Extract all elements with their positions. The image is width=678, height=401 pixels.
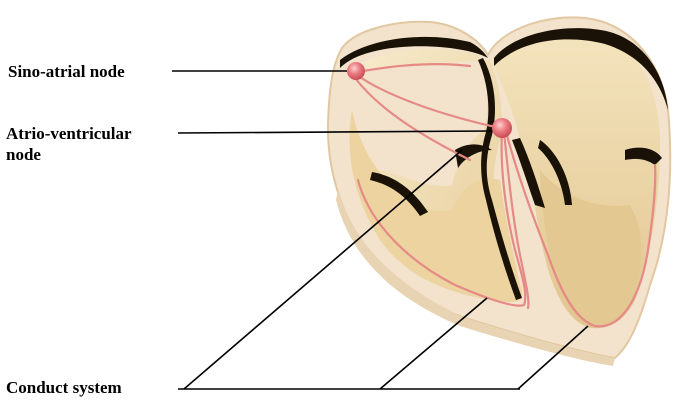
sino-atrial-node-label: Sino-atrial node xyxy=(8,62,125,82)
conduct-system-label: Conduct system xyxy=(6,378,122,398)
atrio-ventricular-node xyxy=(492,118,512,138)
atrio-ventricular-node-label-line2: node xyxy=(6,145,41,165)
sino-atrial-node xyxy=(347,62,365,80)
atrio-ventricular-node-label: Atrio-ventricular xyxy=(6,124,132,144)
